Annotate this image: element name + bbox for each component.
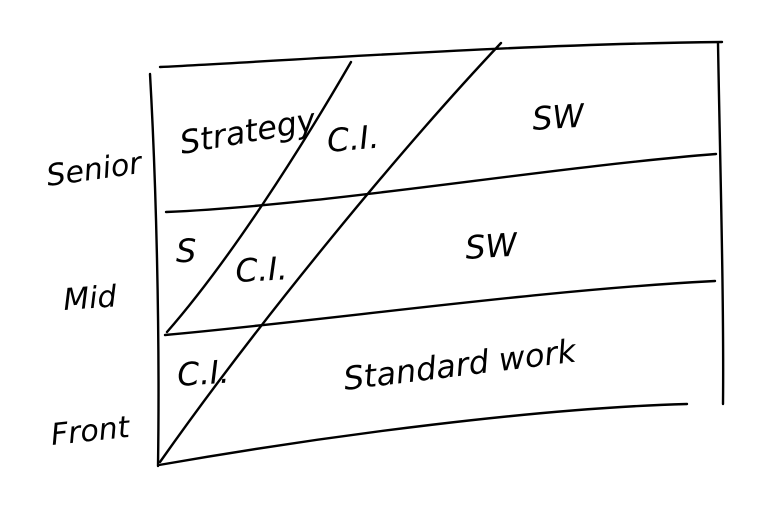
diagonal-divider-ci <box>158 41 503 464</box>
cell-senior-ci: C.I. <box>325 118 380 160</box>
frame-bottom-edge <box>157 402 689 467</box>
cell-mid-sw: SW <box>464 225 520 267</box>
row-label-senior: Senior <box>44 146 145 194</box>
cell-front-standard-work: Standard work <box>341 332 579 398</box>
frame-left-edge <box>148 72 160 468</box>
frame-top-edge <box>158 40 724 69</box>
row-divider-senior-mid <box>164 152 718 214</box>
row-divider-mid-front <box>163 279 717 337</box>
cell-front-ci: C.I. <box>176 352 231 394</box>
cell-mid-ci: C.I. <box>234 249 288 290</box>
frame-right-edge <box>716 41 725 406</box>
row-label-mid: Mid <box>62 279 119 318</box>
diagonal-divider-strategy <box>165 60 353 334</box>
cell-senior-strategy: Strategy <box>177 100 320 161</box>
cell-mid-strategy: S <box>176 232 196 270</box>
row-label-front: Front <box>49 410 132 453</box>
cell-senior-sw: SW <box>531 96 587 138</box>
